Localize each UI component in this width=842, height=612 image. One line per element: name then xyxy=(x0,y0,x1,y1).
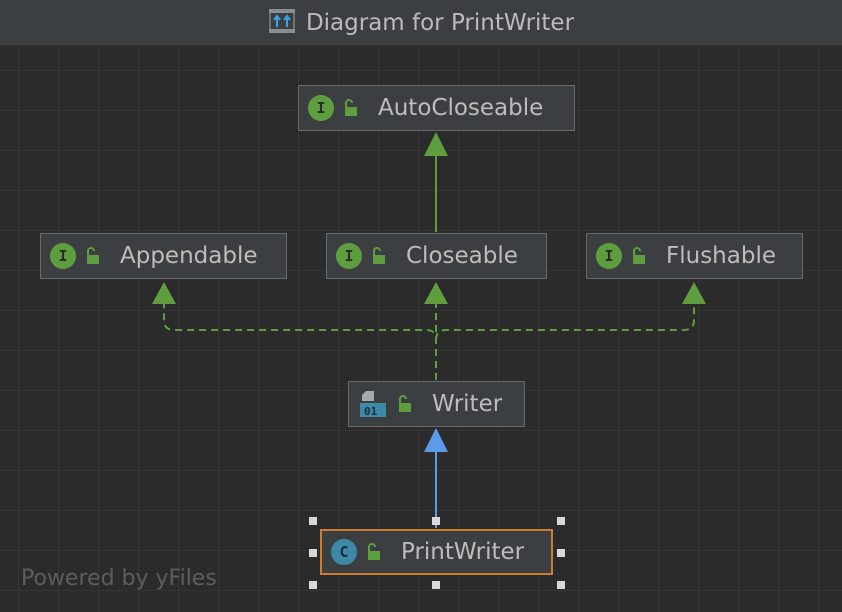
title-bar: Diagram for PrintWriter xyxy=(0,0,842,46)
arrowhead-closeable xyxy=(424,282,448,304)
edge-closeable-autocloseable xyxy=(424,132,448,232)
selection-handle-top-left[interactable] xyxy=(309,517,317,525)
arrowhead-flushable xyxy=(682,282,706,304)
interface-icon: I xyxy=(596,243,622,269)
node-label: Writer xyxy=(432,391,503,417)
node-label: Appendable xyxy=(120,243,258,269)
unlocked-icon xyxy=(399,395,411,412)
node-writer[interactable]: 01 Writer xyxy=(348,381,525,427)
interface-icon: I xyxy=(308,95,334,121)
edge-printwriter-writer xyxy=(424,428,448,528)
selection-handle-bottom-right[interactable] xyxy=(557,581,565,589)
node-autocloseable[interactable]: I AutoCloseable xyxy=(298,85,575,131)
svg-text:01: 01 xyxy=(364,405,378,418)
unlocked-icon xyxy=(373,247,385,264)
class-icon: C xyxy=(331,539,357,565)
node-label: Closeable xyxy=(406,243,518,269)
hierarchy-diagram-icon xyxy=(268,8,296,38)
interface-icon: I xyxy=(50,243,76,269)
unlocked-icon xyxy=(368,543,380,560)
unlocked-icon xyxy=(345,99,357,116)
arrowhead-appendable xyxy=(152,282,176,304)
abstract-class-icon: 01 xyxy=(360,391,386,418)
selection-handle-right[interactable] xyxy=(557,549,565,557)
edge-writer-interfaces xyxy=(163,302,695,380)
selection-handle-bottom[interactable] xyxy=(432,581,440,589)
selection-handle-top[interactable] xyxy=(432,517,440,525)
node-flushable[interactable]: I Flushable xyxy=(586,233,803,279)
interface-icon: I xyxy=(336,243,362,269)
node-label: AutoCloseable xyxy=(378,95,544,121)
selection-handle-left[interactable] xyxy=(309,549,317,557)
powered-by-label: Powered by yFiles xyxy=(21,566,217,591)
node-label: PrintWriter xyxy=(401,539,525,565)
selection-handle-top-right[interactable] xyxy=(557,517,565,525)
node-closeable[interactable]: I Closeable xyxy=(326,233,547,279)
unlocked-icon xyxy=(87,247,99,264)
node-printwriter[interactable]: C PrintWriter xyxy=(320,529,553,575)
unlocked-icon xyxy=(633,247,645,264)
node-label: Flushable xyxy=(666,243,776,269)
node-appendable[interactable]: I Appendable xyxy=(40,233,287,279)
selection-handle-bottom-left[interactable] xyxy=(309,581,317,589)
window-title: Diagram for PrintWriter xyxy=(305,9,575,36)
